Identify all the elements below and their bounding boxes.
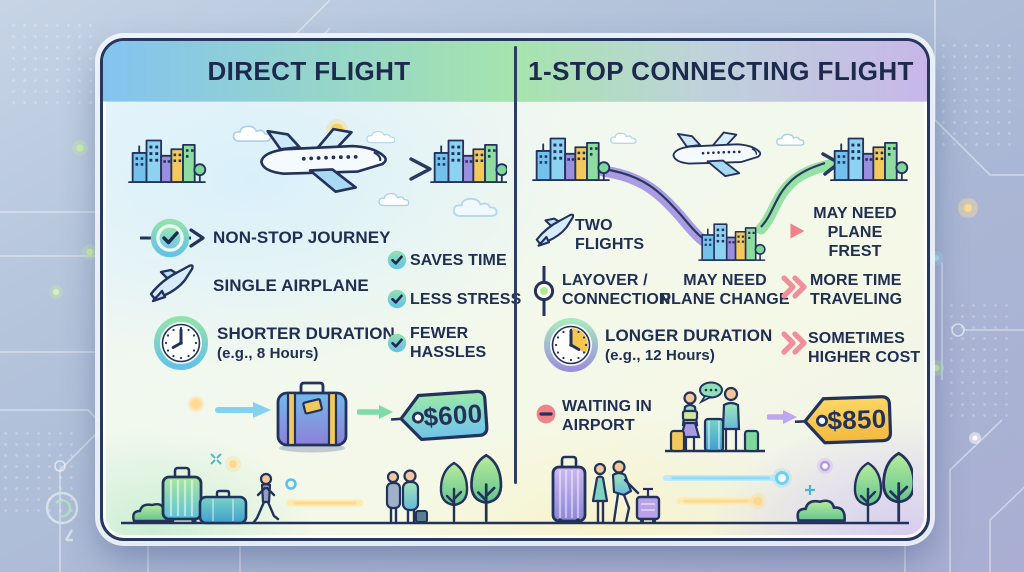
two-flights-icon	[535, 213, 575, 247]
nonstop-journey-label: NON-STOP JOURNEY	[213, 228, 391, 247]
plane-rest-label: MAY NEED PLANE FREST	[813, 205, 897, 260]
sparkle-icon	[805, 485, 815, 495]
small-suitcase-icon	[635, 487, 661, 523]
direct-flight-header: DIRECT FLIGHT	[103, 41, 515, 101]
longer-duration-label: LONGER DURATION	[605, 326, 773, 345]
connecting-flight-price: $850	[826, 403, 887, 436]
direct-flight-price-tag: $600	[389, 386, 493, 449]
direct-flight-title: DIRECT FLIGHT	[207, 55, 411, 86]
connecting-flight-title: 1-STOP CONNECTING FLIGHT	[528, 55, 914, 86]
connecting-flight-price-tag: $850	[794, 391, 896, 450]
check-icon	[387, 333, 407, 353]
left-ground-scene	[132, 453, 503, 525]
layover-connection-label: LAYOVER / CONNECTION	[562, 272, 671, 308]
suitcase-icon	[198, 489, 248, 525]
dot-grid	[938, 40, 1018, 152]
layover-city-illustration	[698, 223, 766, 261]
airplane-illustration	[672, 131, 762, 178]
destination-city-illustration	[430, 139, 507, 184]
saves-time-label: SAVES TIME	[410, 252, 507, 269]
higher-cost-label: SOMETIMES HIGHER COST	[808, 330, 921, 366]
right-ground-scene	[551, 451, 913, 524]
card-header: DIRECT FLIGHT 1-STOP CONNECTING FLIGHT	[103, 41, 927, 101]
longer-duration-clock-icon	[544, 318, 598, 372]
destination-city-illustration	[830, 137, 909, 182]
glow-dot	[187, 395, 205, 413]
arrow-right-icon	[357, 405, 393, 419]
single-airplane-icon	[149, 264, 194, 303]
plane-change-label: MAY NEED PLANE CHANGE	[660, 272, 790, 308]
triangle-marker-icon	[790, 223, 805, 239]
shorter-duration-clock-icon	[154, 316, 208, 370]
sparkle-icon	[210, 453, 222, 465]
fewer-hassles-label: FEWER HASSLES	[410, 325, 487, 361]
waiting-travelers-illustration	[665, 381, 765, 453]
minus-circle-icon	[536, 404, 556, 424]
direct-flight-price: $600	[422, 398, 484, 433]
longer-duration-example: (e.g., 12 Hours)	[605, 347, 715, 364]
more-time-label: MORE TIME TRAVELING	[810, 272, 903, 308]
double-chevron-icon	[781, 275, 807, 299]
rolling-luggage-icon	[551, 455, 587, 524]
waiting-airport-label: WAITING IN AIRPORT	[562, 398, 652, 434]
connecting-flight-route-illustration	[532, 131, 909, 261]
dot-grid	[946, 300, 1016, 422]
check-icon	[387, 250, 407, 270]
shorter-duration-label: SHORTER DURATION	[217, 324, 395, 343]
tree-icon	[853, 461, 883, 523]
arrow-right-icon	[215, 402, 271, 418]
nonstop-journey-icon	[140, 218, 205, 258]
suitcase-icon	[276, 381, 348, 453]
double-chevron-icon	[781, 331, 807, 355]
tree-icon	[439, 461, 469, 523]
ground-scene	[121, 451, 913, 525]
glow-ring	[285, 478, 297, 490]
origin-city-illustration	[532, 137, 611, 182]
origin-city-illustration	[128, 139, 207, 184]
dot-grid	[8, 20, 98, 104]
two-flights-label: TWO FLIGHTS	[575, 217, 645, 253]
check-icon	[387, 289, 407, 309]
arrow-right-icon	[767, 410, 797, 424]
connecting-flight-header: 1-STOP CONNECTING FLIGHT	[515, 41, 927, 101]
walking-person-illustration	[252, 472, 280, 524]
swirl-ornament	[45, 491, 79, 542]
shorter-duration-example: (e.g., 8 Hours)	[217, 345, 319, 362]
dot-grid	[0, 428, 80, 520]
layover-node-icon	[533, 266, 555, 316]
standing-woman-illustration	[591, 462, 609, 524]
direct-flight-route-illustration	[128, 119, 507, 217]
flight-comparison-card: DIRECT FLIGHT 1-STOP CONNECTING FLIGHT N…	[100, 38, 930, 541]
single-airplane-label: SINGLE AIRPLANE	[213, 276, 369, 295]
column-divider	[513, 46, 517, 484]
tree-icon	[470, 453, 503, 523]
standing-pair-illustration	[385, 469, 428, 524]
tree-icon	[882, 451, 913, 522]
speech-bubble-icon	[698, 381, 723, 405]
less-stress-label: LESS STRESS	[410, 291, 522, 308]
rolling-luggage-icon	[161, 466, 203, 524]
man-with-luggage-illustration	[611, 460, 640, 524]
leg-one-path	[597, 165, 717, 252]
